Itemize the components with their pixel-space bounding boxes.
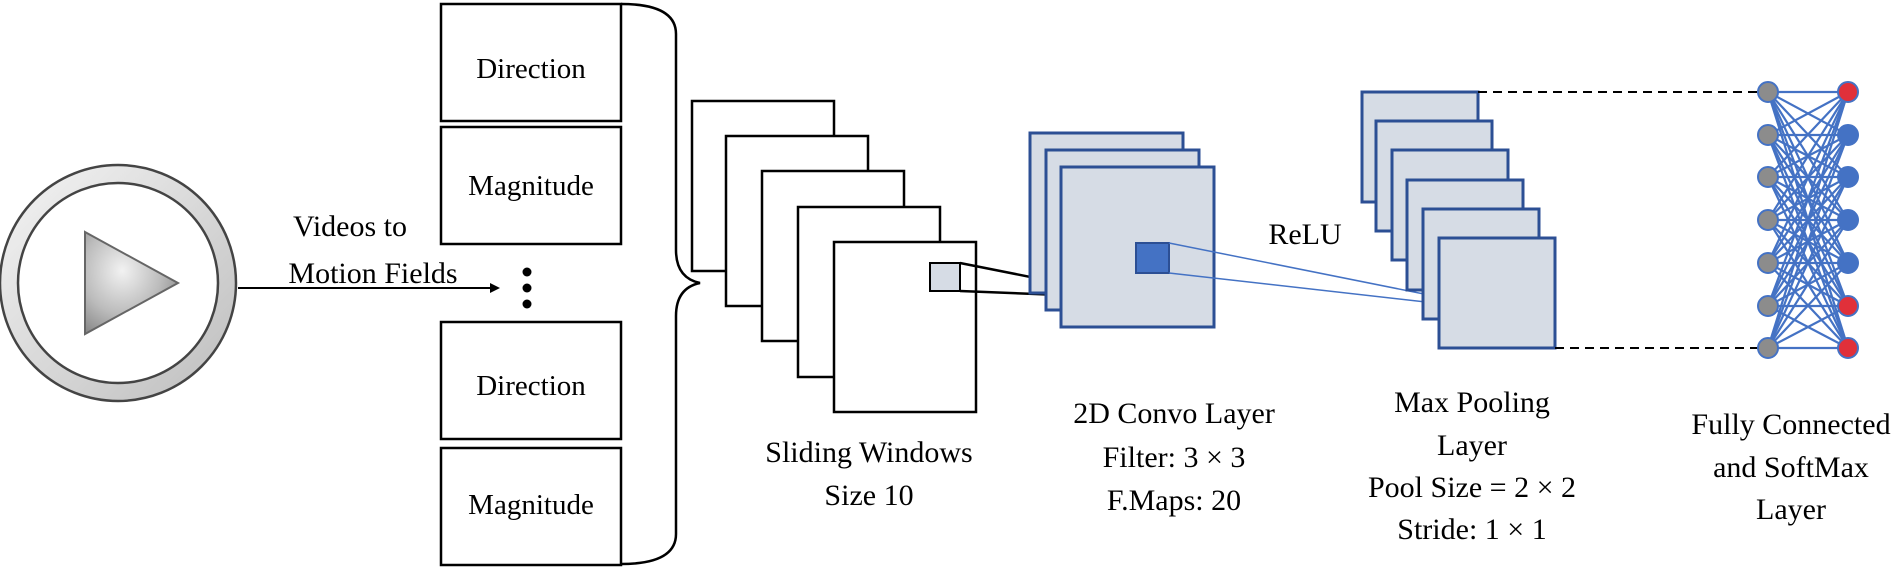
fc-connection xyxy=(1766,91,1850,349)
max-pooling-caption-line-2: Layer xyxy=(1437,429,1507,462)
fc-input-node xyxy=(1757,337,1779,359)
channel-label-magnitude: Magnitude xyxy=(468,170,594,202)
channel-box-magnitude xyxy=(439,125,623,246)
fc-output-node xyxy=(1837,81,1859,103)
fc-connection xyxy=(1767,91,1849,221)
max-pooling-caption-line-3: Pool Size = 2 × 2 xyxy=(1368,471,1576,504)
fc-input-node xyxy=(1757,166,1779,188)
filter-kernel xyxy=(1135,242,1170,274)
fc-connection xyxy=(1767,262,1849,349)
sliding-windows-caption-line-1: Sliding Windows xyxy=(765,436,972,469)
fc-input-node xyxy=(1757,209,1779,231)
sliding-windows-stack xyxy=(690,99,978,414)
pooled-map xyxy=(1437,236,1557,350)
channel-stack: Direction Magnitude Direction Magnitude xyxy=(439,2,623,567)
fully-connected-caption-line-1: Fully Connected xyxy=(1691,408,1890,441)
fc-connection xyxy=(1767,219,1849,349)
receptive-field-box xyxy=(929,262,961,292)
fc-connection xyxy=(1767,305,1849,349)
fc-output-node xyxy=(1837,124,1859,146)
ellipsis-dot xyxy=(522,267,532,277)
fc-input-node xyxy=(1757,81,1779,103)
fully-connected-caption-line-2: and SoftMax xyxy=(1713,451,1869,484)
fc-input-node xyxy=(1757,295,1779,317)
channel-box-direction xyxy=(439,2,623,123)
grouping-brace xyxy=(620,2,701,566)
max-pooling-caption-line-1: Max Pooling xyxy=(1394,386,1550,419)
convolution-caption-line-3: F.Maps: 20 xyxy=(1107,484,1241,517)
max-pooling-caption-line-4: Stride: 1 × 1 xyxy=(1397,513,1546,546)
fully-connected-network xyxy=(1757,81,1859,359)
channel-label-direction: Direction xyxy=(476,53,586,85)
convolution-caption-line-2: Filter: 3 × 3 xyxy=(1103,441,1246,474)
channel-label-direction: Direction xyxy=(476,370,586,402)
fc-connection xyxy=(1767,91,1849,178)
fc-connection xyxy=(1767,91,1849,264)
fully-connected-caption-line-3: Layer xyxy=(1756,493,1826,526)
input-arrow-label-line-2: Motion Fields xyxy=(288,257,457,290)
fc-output-node xyxy=(1837,337,1859,359)
sliding-windows-caption-line-2: Size 10 xyxy=(824,479,913,512)
channel-box-direction xyxy=(439,320,623,441)
fc-input-node xyxy=(1757,124,1779,146)
fc-connection xyxy=(1767,91,1849,136)
fc-output-node xyxy=(1837,252,1859,274)
fc-output-node xyxy=(1837,209,1859,231)
activation-label: ReLU xyxy=(1268,218,1342,251)
convolution-caption-line-1: 2D Convo Layer xyxy=(1073,397,1275,430)
fc-output-node xyxy=(1837,295,1859,317)
input-arrow-label-line-1: Videos to xyxy=(293,210,407,243)
max-pooling-maps xyxy=(1360,90,1557,350)
fc-connection xyxy=(1766,134,1850,349)
channel-box-magnitude xyxy=(439,446,623,567)
fc-connection xyxy=(1767,176,1849,349)
convolution-feature-maps xyxy=(1028,131,1216,329)
channel-label-magnitude: Magnitude xyxy=(468,489,594,521)
ellipsis-dot xyxy=(522,299,532,309)
fc-connection xyxy=(1766,91,1850,307)
ellipsis-dot xyxy=(522,283,532,293)
video-play-icon xyxy=(0,163,238,403)
fc-output-node xyxy=(1837,166,1859,188)
fc-input-node xyxy=(1757,252,1779,274)
